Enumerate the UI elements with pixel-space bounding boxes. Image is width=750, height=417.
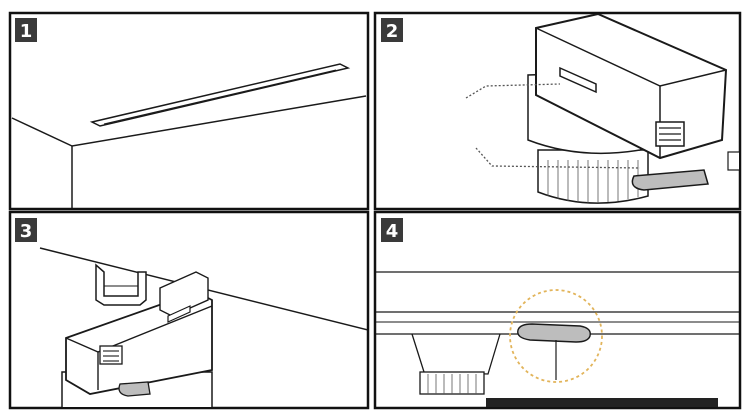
ceiling-slot [89,63,351,127]
adapter-contact-lines [103,350,119,362]
step-number-3: 3 [20,221,33,242]
highlight-circle [509,289,603,383]
step-badge-3-box [15,218,37,242]
leader-line-bottom [475,147,641,169]
panel-3: 3 [8,210,370,410]
step-number-4: 4 [386,221,399,242]
step-number-1: 1 [20,21,33,42]
locking-lever [517,323,591,343]
step-badge-2: 2 [381,18,403,42]
panel-1-frame [8,11,370,211]
panel-4: 4 [373,210,742,410]
step-badge-4-box [381,218,403,242]
adapter-upper-slot [167,305,191,323]
panel-2: 2 [373,11,742,211]
adapter-base-ridges [547,160,639,203]
leader-line-top [465,83,561,99]
adapter-contact-lines [659,127,681,141]
adapter-side-slot [559,66,597,94]
track-profile [95,263,147,306]
step-badge-1: 1 [15,18,37,42]
adapter-upper-block [159,271,209,317]
track-bottom-bar [486,398,718,407]
step-number-2: 2 [386,21,399,42]
adapter-base-ridges [427,374,477,394]
ceiling-slot-inner [103,69,337,125]
step-badge-3: 3 [15,218,37,242]
release-tab [118,381,151,397]
adapter-edge-piece [727,151,739,171]
step-badge-4: 4 [381,218,403,242]
panel-1: 1 [8,11,370,211]
adapter-base [537,149,649,204]
step-badge-1-box [15,18,37,42]
release-tab [631,169,709,191]
step-badge-2-box [381,18,403,42]
